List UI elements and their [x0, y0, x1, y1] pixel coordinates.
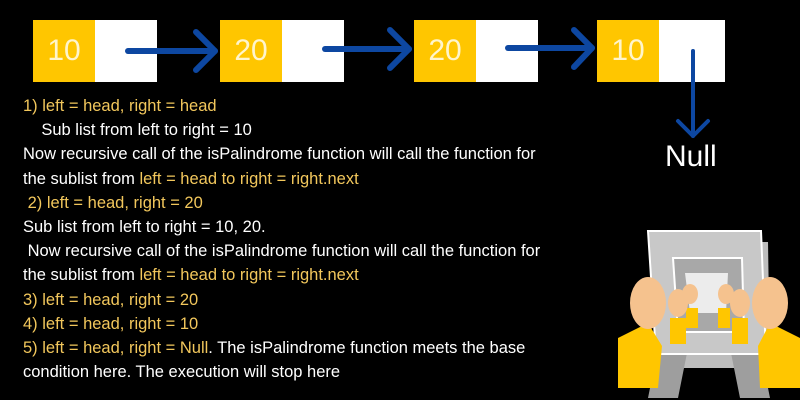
plain-text: Now recursive call of the isPalindrome f… [23, 145, 536, 164]
arrow-down-icon [676, 49, 710, 138]
plain-text: . The isPalindrome function meets the ba… [208, 339, 526, 358]
step-line: 1) left = head, right = head [23, 94, 623, 118]
highlighted-text: 5) left = head, right = Null [23, 339, 209, 358]
step-line: condition here. The execution will stop … [23, 360, 623, 384]
null-label: Null [665, 140, 717, 173]
highlighted-text: 4) left = head, right = 10 [23, 314, 199, 333]
plain-text: Sub list from left to right = 10 [23, 121, 252, 140]
step-line: the sublist from left = head to right = … [23, 167, 623, 191]
step-line: 3) left = head, right = 20 [23, 288, 623, 312]
step-line: 5) left = head, right = Null. The isPali… [23, 336, 623, 360]
arrow-right-icon [505, 27, 595, 70]
node-value: 20 [414, 20, 476, 82]
mirror-recursion-illustration-icon [618, 230, 800, 398]
plain-text: condition here. The execution will stop … [23, 363, 341, 382]
highlighted-text: left = head to right = right.next [139, 169, 359, 188]
plain-text: the sublist from [23, 169, 140, 188]
step-line: Sub list from left to right = 10, 20. [23, 215, 623, 239]
plain-text: Sub list from left to right = 10, 20. [23, 218, 266, 237]
plain-text: Now recursive call of the isPalindrome f… [23, 242, 541, 261]
node-value: 20 [220, 20, 282, 82]
step-line: Now recursive call of the isPalindrome f… [23, 142, 623, 166]
node-value: 10 [33, 20, 95, 82]
highlighted-text: left = head to right = right.next [139, 266, 359, 285]
step-line: the sublist from left = head to right = … [23, 263, 623, 287]
plain-text: the sublist from [23, 266, 140, 285]
highlighted-text: 3) left = head, right = 20 [23, 290, 199, 309]
recursion-steps-text: 1) left = head, right = head Sub list fr… [23, 94, 623, 384]
step-line: 2) left = head, right = 20 [23, 191, 623, 215]
arrow-right-icon [125, 29, 218, 73]
step-line: Sub list from left to right = 10 [23, 118, 623, 142]
node-value: 10 [597, 20, 659, 82]
highlighted-text: 1) left = head, right = head [23, 97, 217, 115]
arrow-right-icon [322, 27, 412, 71]
step-line: Now recursive call of the isPalindrome f… [23, 239, 623, 263]
highlighted-text: 2) left = head, right = 20 [23, 193, 203, 212]
step-line: 4) left = head, right = 10 [23, 312, 623, 336]
